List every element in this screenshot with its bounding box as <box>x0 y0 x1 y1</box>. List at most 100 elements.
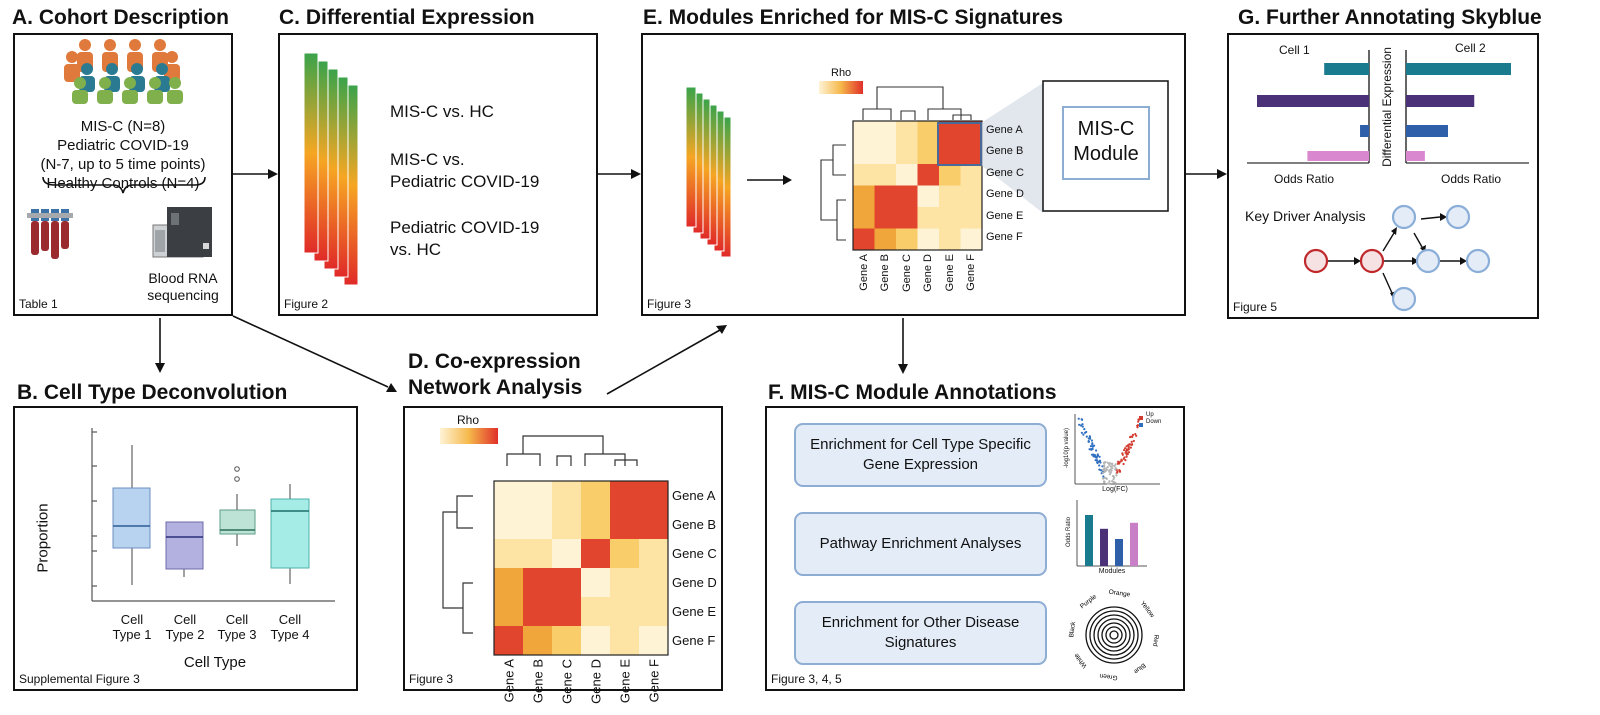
volcano-point <box>1123 449 1126 452</box>
heatmap-border <box>852 120 983 251</box>
panel-e-footer: Figure 3 <box>647 297 692 311</box>
panel-b-box: Proportion Cell Ty <box>13 406 358 691</box>
gene-col-label: Gene F <box>646 659 661 703</box>
volcano-point <box>1102 475 1105 478</box>
node-red-1 <box>1303 248 1329 274</box>
heatmap-cell <box>896 228 918 250</box>
boxplot-chart <box>91 428 335 602</box>
module-label-line2: Module <box>1073 143 1139 165</box>
heatmap-cell <box>939 142 961 164</box>
cell2-bar <box>1406 63 1511 75</box>
heatmap-cell <box>853 142 875 164</box>
volcano-point <box>1091 443 1094 446</box>
people-icon <box>64 39 183 104</box>
panel-g-title: G. Further Annotating Skyblue <box>1238 6 1542 29</box>
volcano-plot <box>1074 414 1160 485</box>
heatmap-cell <box>523 626 552 655</box>
volcano-point <box>1106 482 1109 485</box>
volcano-point <box>1131 433 1135 436</box>
heatmap-cell <box>523 539 552 568</box>
heatmap-cell <box>639 510 668 539</box>
heatmap-cell <box>494 481 523 510</box>
cell-type-2-label-a: Cell <box>173 612 197 627</box>
volcano-point <box>1083 428 1086 431</box>
seq-label-line2: sequencing <box>147 287 219 303</box>
volcano-point <box>1088 435 1091 438</box>
heatmap-cell <box>639 539 668 568</box>
heatmap-e-cells <box>852 120 983 251</box>
volcano-point <box>1091 442 1094 445</box>
volcano-point <box>1094 455 1097 459</box>
radial-label: Black <box>1068 620 1077 637</box>
volcano-point <box>1087 440 1090 443</box>
heatmap-cell <box>960 228 982 250</box>
pill-pathway-enrichment[interactable]: Pathway Enrichment Analyses <box>794 512 1047 576</box>
volcano-point <box>1112 481 1115 484</box>
volcano-point <box>1091 445 1094 448</box>
heatmap-d-cells <box>493 480 669 656</box>
de-item-3-line1: Pediatric COVID-19 <box>390 218 540 237</box>
key-driver-network <box>1303 204 1491 312</box>
module-label-line1: MIS-C <box>1077 118 1135 140</box>
heatmap-cell <box>853 164 875 186</box>
pill-cell-type-enrichment[interactable]: Enrichment for Cell Type Specific Gene E… <box>794 423 1047 487</box>
heatmap-cell <box>639 597 668 626</box>
node-blue-2 <box>1445 204 1471 230</box>
volcano-point <box>1083 431 1087 434</box>
volcano-point <box>1135 434 1138 437</box>
heatmap-cell <box>523 568 552 597</box>
heatmap-cell <box>552 597 581 626</box>
odds-bar-plot <box>1076 500 1147 567</box>
gene-col-label: Gene B <box>879 254 892 292</box>
pill3-line2: Signatures <box>884 634 957 651</box>
volcano-point <box>1103 469 1106 472</box>
panel-b-footer: Supplemental Figure 3 <box>19 672 140 686</box>
boxplot-xlabel: Cell Type <box>183 654 247 671</box>
volcano-point <box>1114 463 1117 466</box>
volcano-point <box>1085 435 1088 438</box>
volcano-point <box>1108 473 1111 476</box>
volcano-legend-up-swatch <box>1139 416 1143 420</box>
volcano-point <box>1122 457 1125 460</box>
heatmap-cell <box>639 568 668 597</box>
heatmap-cell <box>939 164 961 186</box>
volcano-point <box>1137 420 1140 423</box>
volcano-point <box>1098 455 1101 458</box>
heatmap-cell <box>896 142 918 164</box>
volcano-point <box>1081 418 1084 421</box>
gene-row-label: Gene E <box>672 603 717 619</box>
volcano-point <box>1118 462 1121 465</box>
odds-bar <box>1100 528 1108 566</box>
pill1-line2: Gene Expression <box>862 456 979 473</box>
volcano-point <box>1098 468 1101 471</box>
heatmap-cell <box>960 185 982 207</box>
panel-f-footer: Figure 3, 4, 5 <box>771 672 842 686</box>
pill-disease-signatures[interactable]: Enrichment for Other Disease Signatures <box>794 601 1047 665</box>
heatmap-cell <box>874 121 896 143</box>
radial-label: Purple <box>1079 593 1098 610</box>
rho-legend-bar <box>440 428 498 444</box>
radial-label: White <box>1073 651 1089 669</box>
heatmap-cell <box>610 568 639 597</box>
volcano-legend-down: Down <box>1146 419 1162 425</box>
odds-bar <box>1115 539 1123 566</box>
pill1-line1: Enrichment for Cell Type Specific <box>810 436 1031 453</box>
volcano-point <box>1120 459 1123 462</box>
heatmap-cell <box>960 121 982 143</box>
heatmap-cell <box>523 597 552 626</box>
heatmap-cell <box>874 164 896 186</box>
cell2-bar <box>1406 95 1475 107</box>
volcano-point <box>1124 459 1127 462</box>
gene-col-label: Gene F <box>965 254 978 291</box>
de-item-2-line1: MIS-C vs. <box>390 150 465 169</box>
volcano-point <box>1127 448 1130 451</box>
volcano-point <box>1128 443 1131 446</box>
cell-type-2-label-b: Type 2 <box>165 627 205 642</box>
cohort-line-pediatric: Pediatric COVID-19 <box>57 137 189 154</box>
volcano-point <box>1103 465 1106 468</box>
volcano-point <box>1095 449 1098 452</box>
dendrogram-e <box>820 86 972 241</box>
arrow-e-inner-head <box>783 175 792 185</box>
volcano-point <box>1115 474 1118 477</box>
node-blue-4 <box>1465 248 1491 274</box>
